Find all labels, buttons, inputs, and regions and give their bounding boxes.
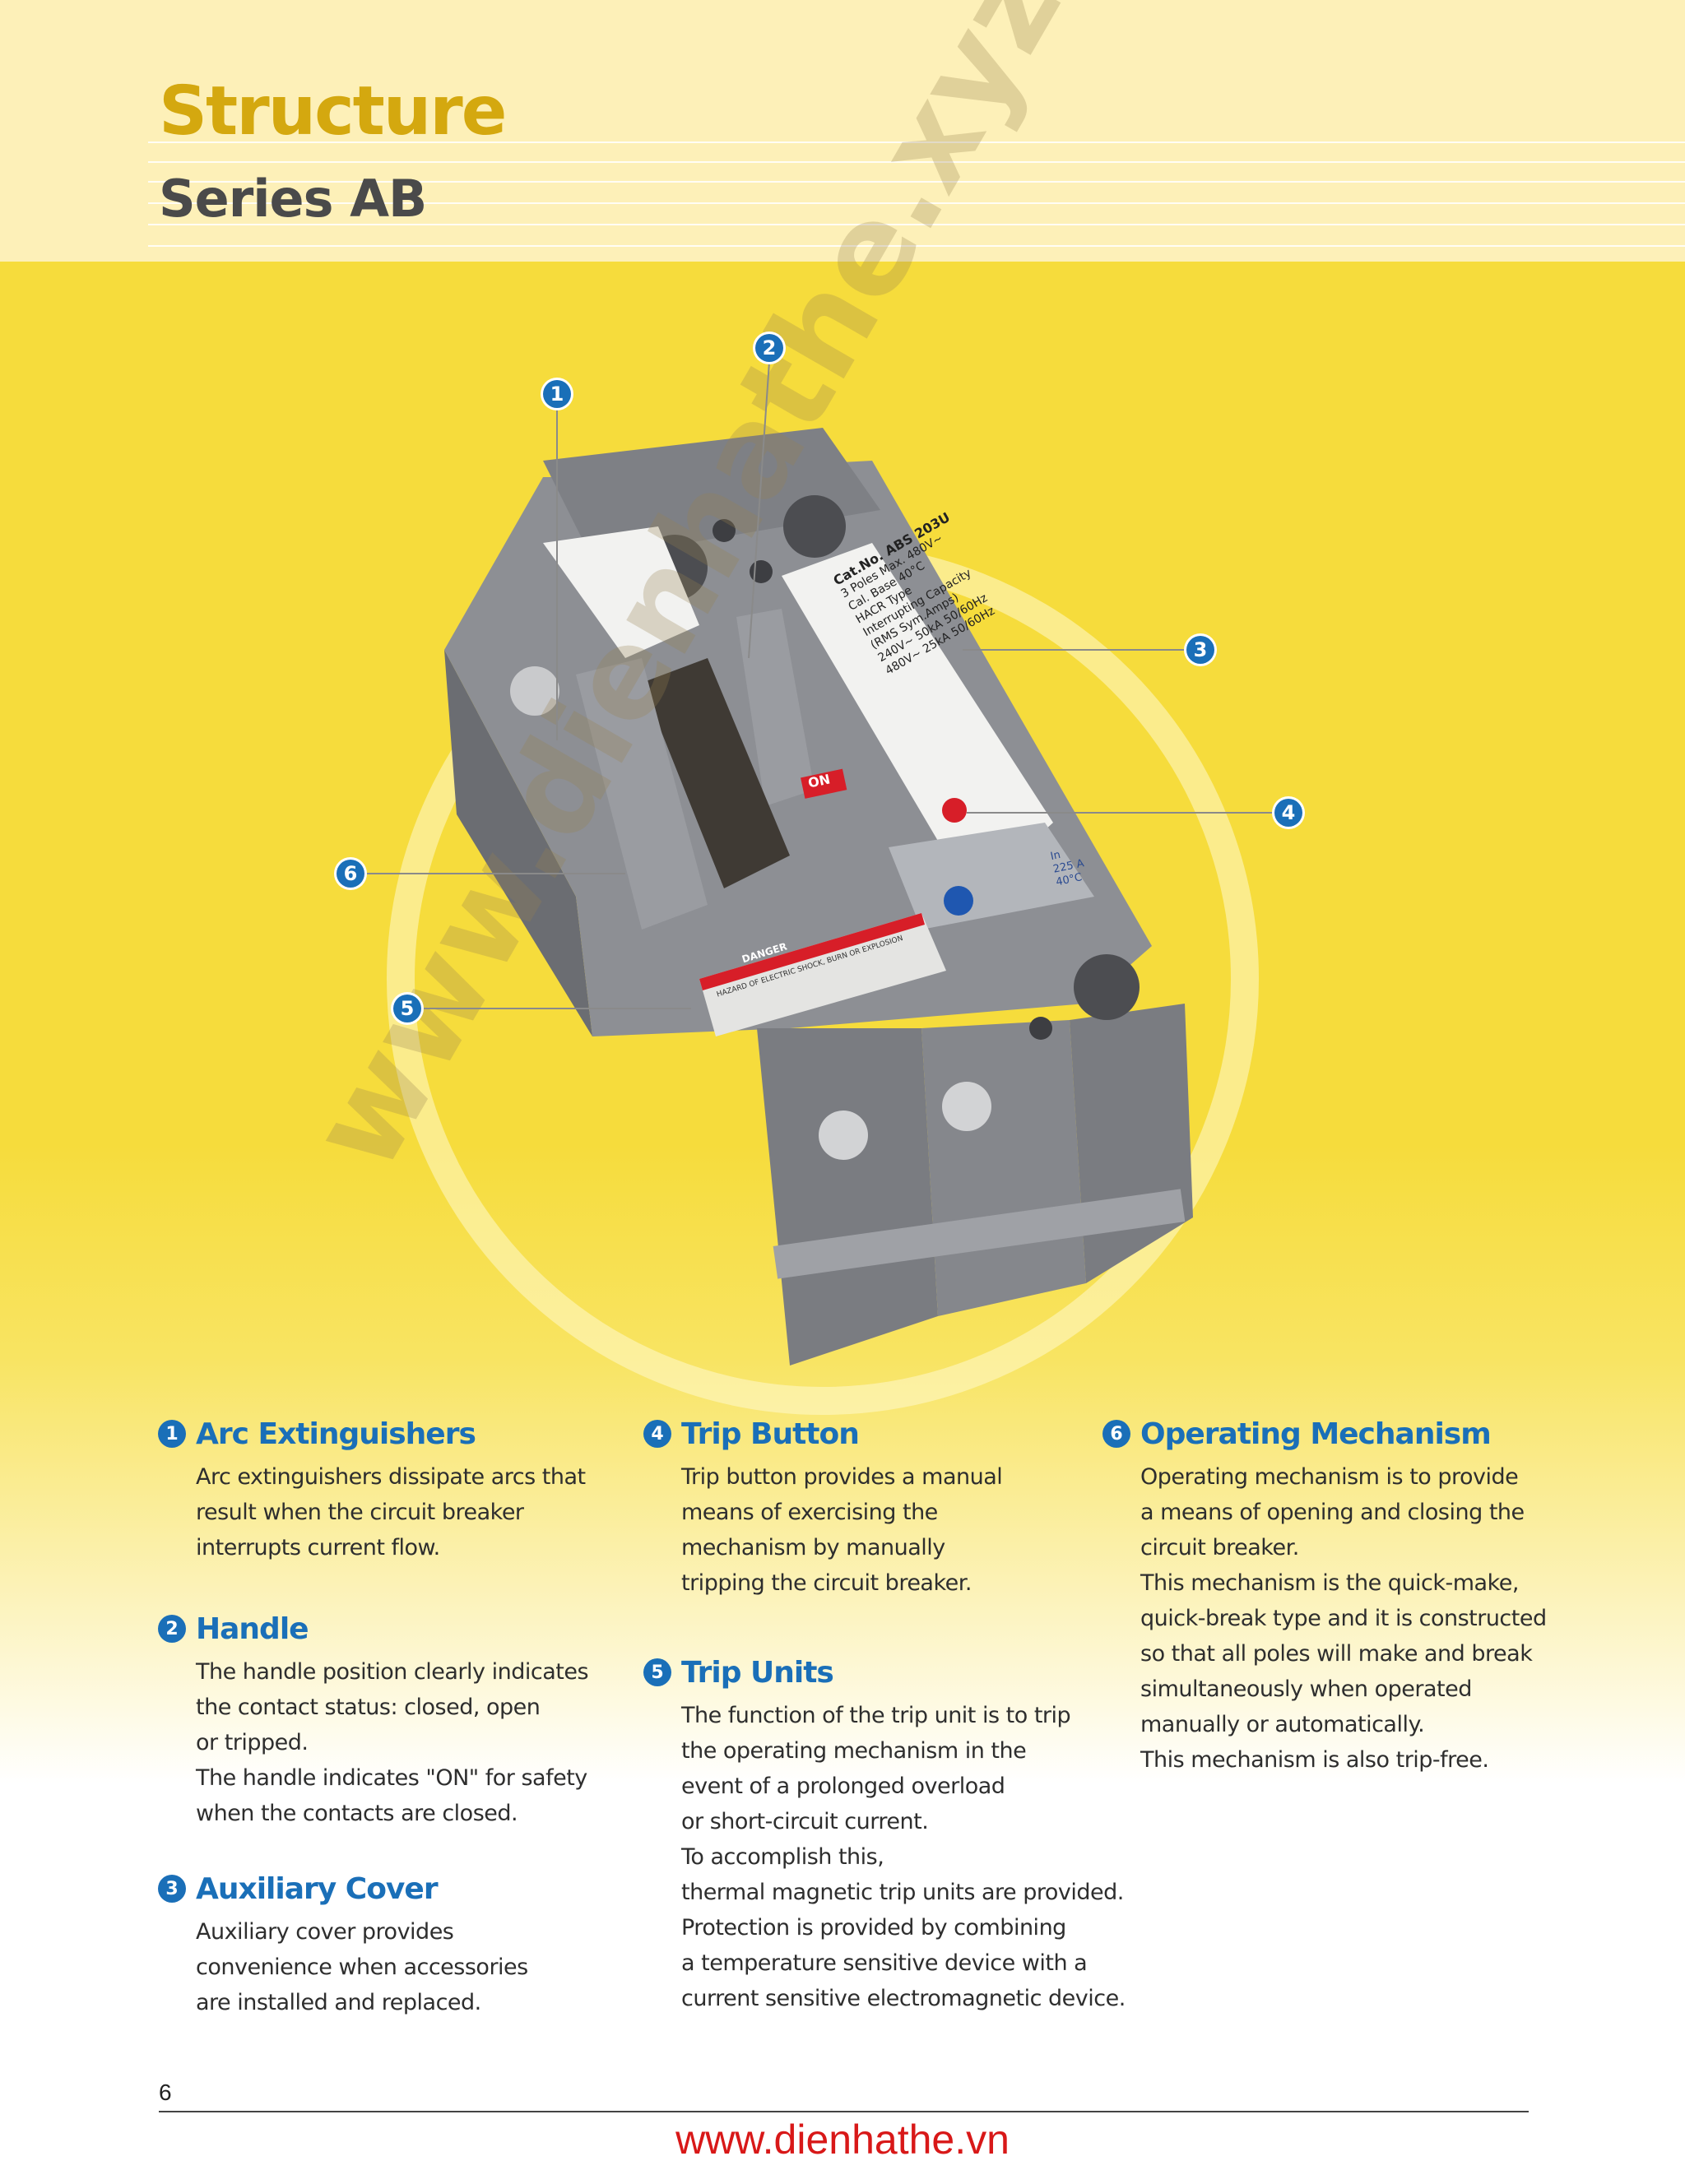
section-text-line: manually or automatically. bbox=[1140, 1712, 1425, 1737]
section-title: Trip Units bbox=[681, 1655, 834, 1690]
section-text-line: circuit breaker. bbox=[1140, 1535, 1299, 1560]
section-text-line: Operating mechanism is to provide bbox=[1140, 1464, 1519, 1490]
section-text-line: Auxiliary cover provides bbox=[196, 1919, 454, 1945]
screw bbox=[1029, 1017, 1052, 1040]
header-stripe bbox=[148, 141, 1685, 143]
page-subtitle: Series AB bbox=[159, 169, 427, 229]
terminal-ridge bbox=[773, 1189, 1186, 1279]
section-text-line: quick-break type and it is constructed bbox=[1140, 1606, 1547, 1631]
section-text-line: mechanism by manually bbox=[681, 1535, 945, 1560]
section-operating-mechanism: 6 Operating Mechanism Operating mechanism… bbox=[1102, 1413, 1547, 1778]
trip-button bbox=[942, 798, 967, 823]
section-text-line: This mechanism is also trip-free. bbox=[1140, 1747, 1489, 1773]
section-text-line: so that all poles will make and break bbox=[1140, 1641, 1533, 1667]
callout-badge-1: 1 bbox=[543, 380, 571, 408]
section-text-line: thermal magnetic trip units are provided… bbox=[681, 1880, 1124, 1905]
breaker-left-face bbox=[444, 650, 592, 1036]
section-text-line: convenience when accessories bbox=[196, 1954, 528, 1980]
section-text-line: or short-circuit current. bbox=[681, 1809, 929, 1834]
trip-dial bbox=[944, 886, 973, 916]
terminal-screw bbox=[510, 666, 559, 716]
arc-chute-housing bbox=[576, 658, 708, 930]
arc-extinguisher bbox=[642, 658, 790, 888]
line-terminal-block bbox=[543, 428, 880, 559]
section-heading: 5 Trip Units bbox=[643, 1652, 1126, 1693]
section-title: Arc Extinguishers bbox=[196, 1417, 476, 1451]
section-number: 3 bbox=[158, 1875, 186, 1903]
section-text-line: The handle indicates "ON" for safety bbox=[196, 1765, 587, 1791]
section-text-line: are installed and replaced. bbox=[196, 1990, 481, 2015]
section-text-line: the contact status: closed, open bbox=[196, 1695, 541, 1720]
section-text-line: interrupts current flow. bbox=[196, 1535, 440, 1560]
callout-badge-5: 5 bbox=[393, 995, 421, 1022]
section-text-line: a temperature sensitive device with a bbox=[681, 1950, 1088, 1976]
screw bbox=[713, 519, 736, 542]
section-number: 6 bbox=[1102, 1420, 1130, 1448]
terminal-block bbox=[1070, 1004, 1193, 1283]
section-text-line: The handle position clearly indicates bbox=[196, 1659, 589, 1685]
section-number: 2 bbox=[158, 1615, 186, 1643]
section-text-line: This mechanism is the quick-make, bbox=[1140, 1570, 1519, 1596]
terminal-hole bbox=[1074, 954, 1140, 1020]
section-number: 4 bbox=[643, 1420, 671, 1448]
section-title: Trip Button bbox=[681, 1417, 860, 1451]
page-number: 6 bbox=[159, 2080, 172, 2105]
section-number: 5 bbox=[643, 1658, 671, 1686]
trip-unit bbox=[889, 823, 1094, 930]
header-stripe bbox=[148, 161, 1685, 163]
section-heading: 4 Trip Button bbox=[643, 1413, 1002, 1454]
section-heading: 3 Auxiliary Cover bbox=[158, 1868, 528, 1909]
section-text-line: tripping the circuit breaker. bbox=[681, 1570, 972, 1596]
section-number: 1 bbox=[158, 1420, 186, 1448]
section-handle: 2 Handle The handle position clearly indi… bbox=[158, 1608, 589, 1831]
callout-badge-6: 6 bbox=[337, 860, 364, 888]
circuit-breaker-illustration bbox=[444, 428, 1193, 1366]
section-text-line: a means of opening and closing the bbox=[1140, 1500, 1525, 1525]
section-text-line: means of exercising the bbox=[681, 1500, 938, 1525]
terminal-block bbox=[921, 1020, 1086, 1316]
auxiliary-cover-white bbox=[543, 526, 699, 658]
section-title: Operating Mechanism bbox=[1140, 1417, 1492, 1451]
section-heading: 6 Operating Mechanism bbox=[1102, 1413, 1547, 1454]
terminal-hole bbox=[783, 495, 846, 558]
section-text-line: event of a prolonged overload bbox=[681, 1774, 1005, 1799]
section-text-line: or tripped. bbox=[196, 1730, 309, 1755]
section-heading: 2 Handle bbox=[158, 1608, 588, 1649]
danger-stripe bbox=[699, 913, 925, 990]
section-text-line: simultaneously when operated bbox=[1140, 1676, 1472, 1702]
section-text-line: result when the circuit breaker bbox=[196, 1500, 524, 1525]
section-title: Auxiliary Cover bbox=[196, 1871, 439, 1906]
header-stripe bbox=[148, 181, 1685, 183]
section-trip-button: 4 Trip Button Trip button provides a manu… bbox=[643, 1413, 1003, 1601]
callout-badge-3: 3 bbox=[1186, 636, 1214, 664]
footer-divider bbox=[159, 2111, 1529, 2112]
header-stripe bbox=[148, 224, 1685, 225]
on-indicator bbox=[801, 768, 847, 799]
section-text-line: Protection is provided by combining bbox=[681, 1915, 1066, 1941]
section-trip-units: 5 Trip Units The function of the trip uni… bbox=[643, 1652, 1126, 2016]
section-text-line: To accomplish this, bbox=[681, 1844, 884, 1870]
callout-badge-4: 4 bbox=[1274, 799, 1302, 827]
callout-badge-2: 2 bbox=[755, 334, 783, 362]
load-terminal-screw bbox=[819, 1111, 868, 1160]
footer-website-link[interactable]: www.dienhathe.vn bbox=[675, 2117, 1010, 2163]
terminal-block bbox=[757, 1028, 938, 1366]
header-stripe bbox=[148, 245, 1685, 247]
section-auxiliary-cover: 3 Auxiliary Cover Auxiliary cover provide… bbox=[158, 1868, 528, 2020]
section-text-line: current sensitive electromagnetic device… bbox=[681, 1986, 1126, 2011]
section-title: Handle bbox=[196, 1611, 309, 1646]
section-heading: 1 Arc Extinguishers bbox=[158, 1413, 586, 1454]
label-plate bbox=[782, 543, 1053, 897]
section-text-line: Trip button provides a manual bbox=[681, 1464, 1003, 1490]
section-arc-extinguishers: 1 Arc Extinguishers Arc extinguishers dis… bbox=[158, 1413, 586, 1565]
header-stripe bbox=[148, 202, 1685, 204]
header-band bbox=[0, 0, 1685, 262]
load-terminal-screw bbox=[942, 1082, 991, 1131]
section-text-line: the operating mechanism in the bbox=[681, 1738, 1027, 1764]
page-title: Structure bbox=[159, 72, 507, 151]
section-text-line: The function of the trip unit is to trip bbox=[681, 1703, 1071, 1728]
section-text-line: Arc extinguishers dissipate arcs that bbox=[196, 1464, 586, 1490]
section-text-line: when the contacts are closed. bbox=[196, 1801, 518, 1826]
danger-label bbox=[699, 913, 946, 1036]
